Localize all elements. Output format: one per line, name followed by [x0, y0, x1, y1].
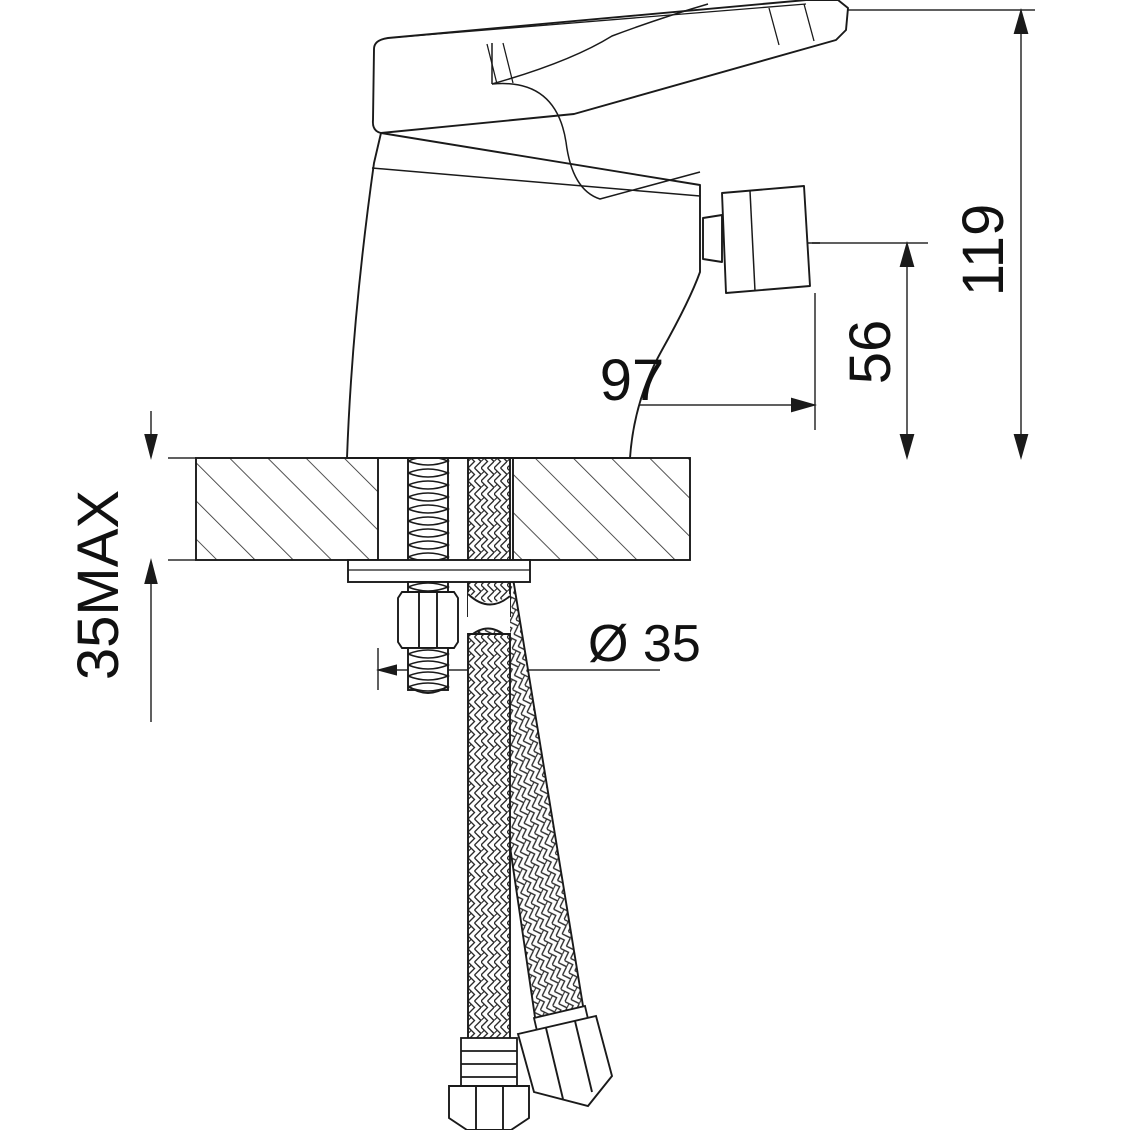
dim-label-119: 119 — [951, 204, 1016, 296]
flexible-hoses — [448, 451, 614, 1130]
dim-label-97: 97 — [600, 348, 665, 413]
hose-nut-right — [516, 1014, 614, 1108]
dim-label-56: 56 — [838, 320, 903, 385]
body-column — [346, 132, 701, 459]
washer-plate — [347, 559, 531, 583]
mounting-hardware — [347, 451, 531, 694]
countertop-left-slab — [195, 457, 379, 561]
dim-label-hole-diameter: Ø 35 — [588, 615, 701, 673]
tap-body — [346, 0, 849, 459]
hex-nut — [397, 591, 459, 649]
dimension-text-layer: 119 56 97 35MAX Ø 35 — [66, 204, 1016, 680]
countertop-right-slab — [512, 457, 691, 561]
hose-nut-left — [448, 1085, 530, 1130]
dimension-35max — [144, 411, 196, 722]
dimension-119 — [812, 8, 1035, 460]
countertop-section — [195, 457, 691, 561]
dim-label-35max: 35MAX — [66, 490, 131, 680]
lever-handle — [371, 0, 849, 143]
dimension-56 — [812, 241, 928, 460]
aerator — [702, 185, 820, 294]
